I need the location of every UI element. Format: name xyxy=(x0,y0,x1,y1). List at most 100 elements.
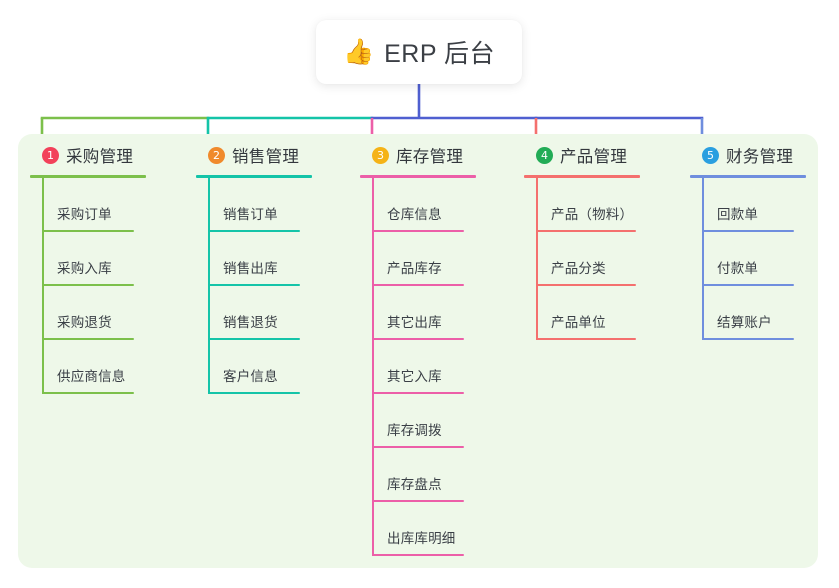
leaf-node[interactable]: 仓库信息 xyxy=(360,178,476,232)
leaf-node[interactable]: 采购入库 xyxy=(30,232,146,286)
branch-header-5[interactable]: 5 财务管理 xyxy=(690,142,806,168)
leaf-node-rule xyxy=(372,554,464,556)
leaf-node[interactable]: 回款单 xyxy=(690,178,806,232)
branch-rule-1 xyxy=(30,175,146,178)
leaf-node-label: 产品（物料） xyxy=(551,207,634,222)
leaf-node-rule xyxy=(536,230,636,232)
leaf-node-label: 回款单 xyxy=(717,207,759,222)
branch-spine-4 xyxy=(536,178,538,340)
branch-leaf-list-4: 产品（物料） 产品分类产品单位 xyxy=(524,178,640,340)
branch-title-1: 采购管理 xyxy=(66,148,134,166)
branch-leaf-list-5: 回款单付款单结算账户 xyxy=(690,178,806,340)
leaf-node[interactable]: 产品单位 xyxy=(524,286,640,340)
leaf-node-label: 库存调拨 xyxy=(387,423,442,438)
branch-badge-1: 1 xyxy=(42,146,59,164)
branch-column-5: 5 财务管理回款单付款单结算账户 xyxy=(690,142,806,340)
leaf-node[interactable]: 客户信息 xyxy=(196,340,312,394)
leaf-node[interactable]: 付款单 xyxy=(690,232,806,286)
leaf-node-label: 销售退货 xyxy=(223,315,278,330)
leaf-node-rule xyxy=(42,338,134,340)
branch-column-2: 2 销售管理销售订单销售出库销售退货客户信息 xyxy=(196,142,312,394)
leaf-node-label: 供应商信息 xyxy=(57,369,126,384)
branch-header-2[interactable]: 2 销售管理 xyxy=(196,142,312,168)
leaf-node-rule xyxy=(702,284,794,286)
leaf-node-label: 销售出库 xyxy=(223,261,278,276)
leaf-node[interactable]: 产品（物料） xyxy=(524,178,640,232)
leaf-node-label: 采购入库 xyxy=(57,261,112,276)
leaf-node-label: 结算账户 xyxy=(717,315,772,330)
leaf-node[interactable]: 采购订单 xyxy=(30,178,146,232)
leaf-node-label: 采购订单 xyxy=(57,207,112,222)
branch-title-3: 库存管理 xyxy=(396,148,464,166)
leaf-node-label: 销售订单 xyxy=(223,207,278,222)
leaf-node[interactable]: 其它出库 xyxy=(360,286,476,340)
leaf-node-rule xyxy=(208,392,300,394)
leaf-node[interactable]: 销售退货 xyxy=(196,286,312,340)
leaf-node-label: 库存盘点 xyxy=(387,477,442,492)
leaf-node-rule xyxy=(208,230,300,232)
leaf-node[interactable]: 库存调拨 xyxy=(360,394,476,448)
branch-title-5: 财务管理 xyxy=(726,148,794,166)
leaf-node[interactable]: 其它入库 xyxy=(360,340,476,394)
branch-leaf-list-2: 销售订单销售出库销售退货客户信息 xyxy=(196,178,312,394)
branch-spine-1 xyxy=(42,178,44,394)
branch-title-2: 销售管理 xyxy=(232,148,300,166)
leaf-node-rule xyxy=(42,284,134,286)
leaf-node[interactable]: 产品库存 xyxy=(360,232,476,286)
leaf-node[interactable]: 结算账户 xyxy=(690,286,806,340)
leaf-node-rule xyxy=(42,392,134,394)
leaf-node[interactable]: 采购退货 xyxy=(30,286,146,340)
leaf-node-rule xyxy=(536,284,636,286)
branch-badge-4: 4 xyxy=(536,146,553,164)
leaf-node[interactable]: 销售订单 xyxy=(196,178,312,232)
branch-badge-3: 3 xyxy=(372,146,389,164)
leaf-node-rule xyxy=(372,392,464,394)
leaf-node-label: 付款单 xyxy=(717,261,759,276)
branch-column-4: 4 产品管理产品（物料） 产品分类产品单位 xyxy=(524,142,640,340)
leaf-node-rule xyxy=(208,284,300,286)
root-node[interactable]: 👍 ERP 后台 xyxy=(316,20,522,84)
branch-badge-2: 2 xyxy=(208,146,225,164)
leaf-node-label: 出库库明细 xyxy=(387,531,456,546)
leaf-node-rule xyxy=(372,284,464,286)
leaf-node-label: 客户信息 xyxy=(223,369,278,384)
branch-rule-3 xyxy=(360,175,476,178)
leaf-node-label: 仓库信息 xyxy=(387,207,442,222)
leaf-node-label: 产品单位 xyxy=(551,315,606,330)
leaf-node-label: 其它入库 xyxy=(387,369,442,384)
leaf-node-rule xyxy=(372,338,464,340)
leaf-node-rule xyxy=(536,338,636,340)
branch-rule-2 xyxy=(196,175,312,178)
leaf-node[interactable]: 产品分类 xyxy=(524,232,640,286)
branch-spine-3 xyxy=(372,178,374,556)
leaf-node-label: 其它出库 xyxy=(387,315,442,330)
branch-header-1[interactable]: 1 采购管理 xyxy=(30,142,146,168)
leaf-node-rule xyxy=(372,446,464,448)
leaf-node[interactable]: 销售出库 xyxy=(196,232,312,286)
branch-column-3: 3 库存管理仓库信息产品库存其它出库其它入库库存调拨库存盘点出库库明细 xyxy=(360,142,476,556)
branch-title-4: 产品管理 xyxy=(560,148,628,166)
branch-spine-2 xyxy=(208,178,210,394)
leaf-node-label: 产品库存 xyxy=(387,261,442,276)
leaf-node-label: 产品分类 xyxy=(551,261,606,276)
leaf-node-rule xyxy=(702,338,794,340)
leaf-node[interactable]: 库存盘点 xyxy=(360,448,476,502)
branch-spine-5 xyxy=(702,178,704,340)
branch-rule-4 xyxy=(524,175,640,178)
leaf-node-rule xyxy=(42,230,134,232)
thumbs-up-icon: 👍 xyxy=(342,37,375,66)
diagram-panel xyxy=(18,134,818,568)
leaf-node-rule xyxy=(208,338,300,340)
branch-header-4[interactable]: 4 产品管理 xyxy=(524,142,640,168)
leaf-node-rule xyxy=(372,230,464,232)
leaf-node-rule xyxy=(702,230,794,232)
branch-badge-5: 5 xyxy=(702,146,719,164)
branch-leaf-list-3: 仓库信息产品库存其它出库其它入库库存调拨库存盘点出库库明细 xyxy=(360,178,476,556)
branch-column-1: 1 采购管理采购订单采购入库采购退货供应商信息 xyxy=(30,142,146,394)
leaf-node[interactable]: 供应商信息 xyxy=(30,340,146,394)
branch-header-3[interactable]: 3 库存管理 xyxy=(360,142,476,168)
branch-rule-5 xyxy=(690,175,806,178)
root-node-title: ERP 后台 xyxy=(384,40,496,68)
leaf-node[interactable]: 出库库明细 xyxy=(360,502,476,556)
leaf-node-rule xyxy=(372,500,464,502)
